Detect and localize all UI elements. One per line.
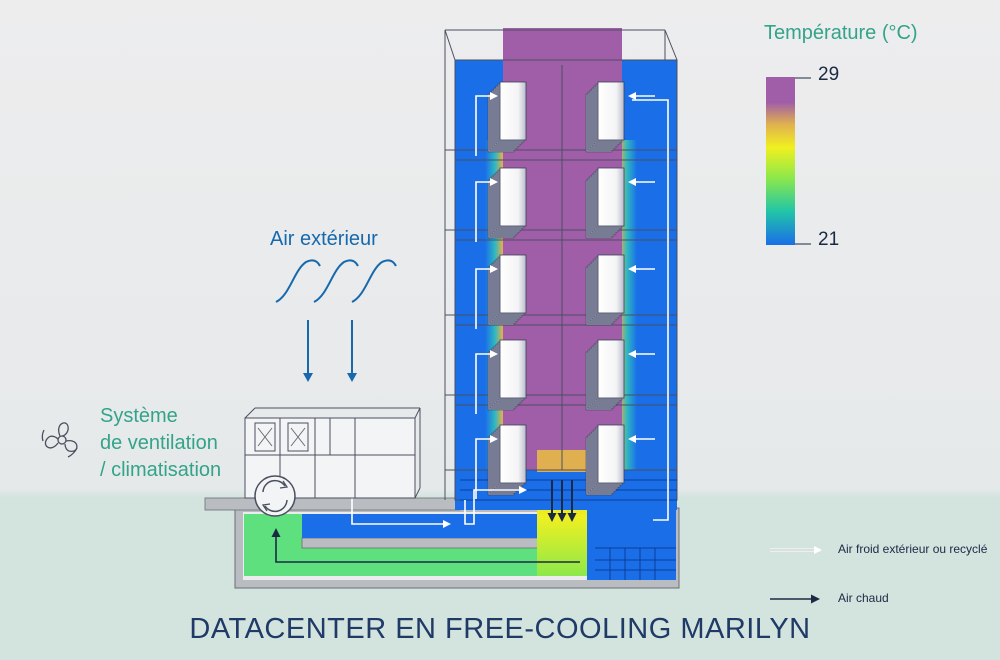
outside-air-flow [275,259,397,382]
temperature-scale [766,77,811,245]
arrow-legend [770,546,822,604]
server-rack [585,254,625,326]
cold-air-legend-label: Air froid extérieur ou recyclé [838,542,988,556]
fan-icon [41,422,78,458]
cold-air-arrow [475,265,498,329]
temperature-scale-title: Température (°C) [764,22,918,44]
cold-air-arrow [475,350,498,414]
server-rack [585,424,625,496]
server-racks [487,81,625,496]
ventilation-system-label: Système de ventilation / climatisation [100,403,221,484]
page-title: DATACENTER EN FREE-COOLING MARILYN [189,613,811,645]
cold-air-arrow [475,92,498,156]
ventilation-system-line-3: / climatisation [100,459,222,481]
hot-air-flow [547,480,577,522]
cold-air-arrow [475,435,498,499]
server-rack [585,81,625,153]
temperature-max-label: 29 [818,64,840,85]
supply-air-duct [302,514,540,538]
ventilation-system-line-2: de ventilation [100,432,218,454]
temperature-gradient-bar [766,77,795,245]
underground-air-flow [271,99,669,563]
server-rack [487,254,527,326]
server-rack [487,81,527,153]
server-rack [487,424,527,496]
server-rack [585,339,625,411]
server-rack [487,167,527,239]
cold-air-arrow [475,178,498,242]
server-rack [487,339,527,411]
cold-air-flow [475,92,655,499]
temperature-min-label: 21 [818,229,840,250]
outside-air-label: Air extérieur [270,228,378,250]
hot-air-legend-label: Air chaud [838,591,889,605]
server-rack [585,167,625,239]
ventilation-unit [244,407,421,499]
heat-exchanger-icon [254,475,296,517]
ventilation-system-line-1: Système [100,405,178,427]
